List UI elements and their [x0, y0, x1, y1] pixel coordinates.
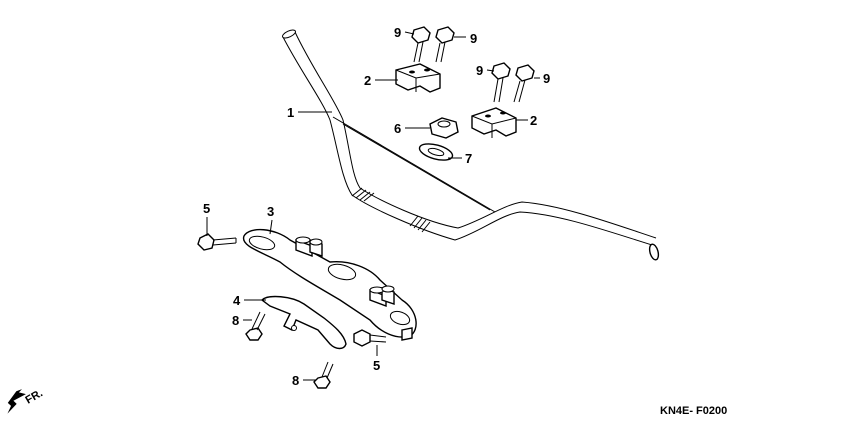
bolt-9-a — [411, 26, 431, 63]
callout-9-d: 9 — [543, 71, 550, 86]
knurl-left — [351, 187, 375, 202]
callout-1: 1 — [287, 105, 294, 120]
bolt-9-c — [491, 62, 511, 103]
handlebar — [282, 29, 660, 261]
callout-8-lower: 8 — [292, 373, 299, 388]
bolt-5-left — [197, 233, 237, 251]
knurl-right — [409, 215, 431, 233]
callout-9-a: 9 — [394, 25, 401, 40]
callout-7: 7 — [465, 151, 472, 166]
callout-9-c: 9 — [476, 63, 483, 78]
upper-holder-left — [395, 63, 441, 93]
callout-8-upper: 8 — [232, 313, 239, 328]
leader-lines — [206, 31, 540, 381]
front-direction-arrow-icon — [7, 389, 26, 414]
front-direction: FR. — [7, 387, 45, 414]
callout-3: 3 — [267, 204, 274, 219]
callout-6: 6 — [394, 121, 401, 136]
bolt-9-d — [513, 64, 535, 103]
bracket — [260, 295, 347, 350]
callout-4: 4 — [233, 293, 241, 308]
diagram-code: KN4E- F0200 — [660, 405, 727, 417]
bolt-5-right — [353, 329, 387, 347]
bolt-8-b — [313, 361, 334, 389]
bolt-8-a — [245, 311, 266, 341]
washer-7 — [418, 143, 454, 161]
upper-holder-right — [471, 107, 517, 138]
nut-6 — [429, 117, 459, 139]
callout-2-right: 2 — [530, 113, 537, 128]
lower-holder — [242, 229, 417, 341]
callout-5-right: 5 — [373, 358, 380, 373]
callout-2-left: 2 — [364, 73, 371, 88]
front-indicator-text: FR. — [24, 387, 45, 406]
bolt-9-b — [435, 26, 455, 63]
callout-9-b: 9 — [470, 31, 477, 46]
callout-5-left: 5 — [203, 201, 210, 216]
